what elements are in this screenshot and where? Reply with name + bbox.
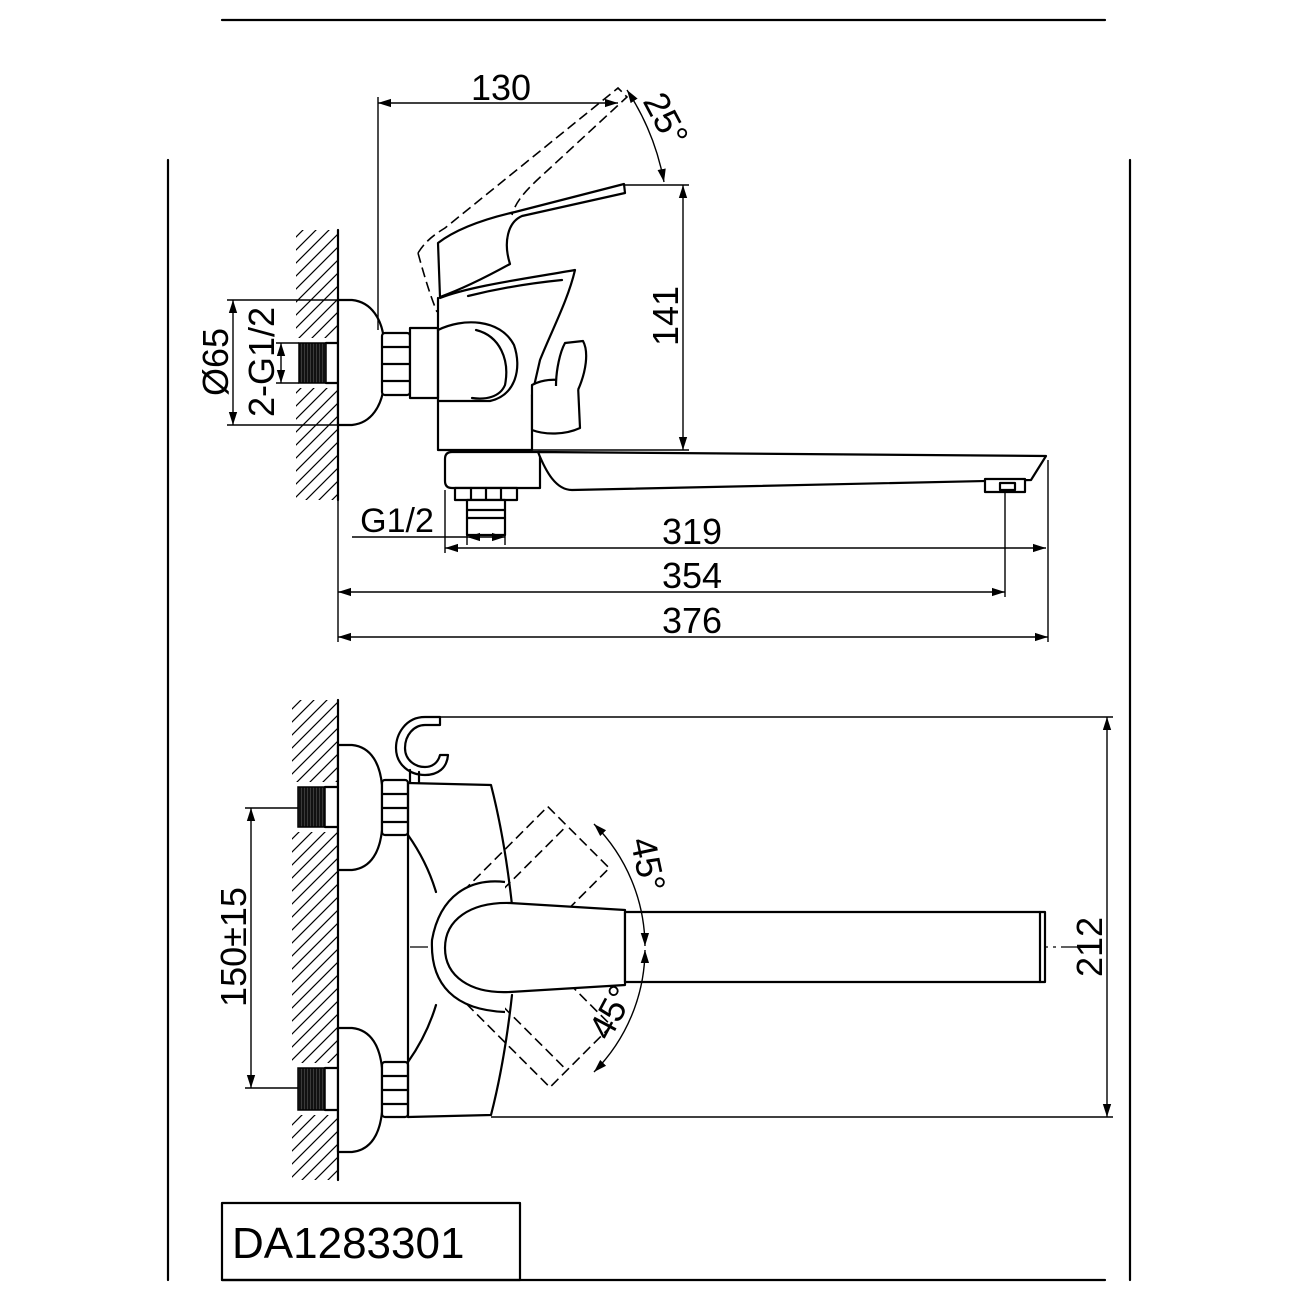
model-code: DA1283301	[232, 1219, 464, 1268]
inlet-thread	[298, 342, 327, 384]
lever-handle	[436, 182, 627, 299]
handle-swing-b-label: 45°	[580, 978, 642, 1045]
dimension-overall-length: 376	[338, 600, 1048, 642]
inlet-connector	[408, 326, 440, 400]
connection-nut-lower	[380, 1060, 410, 1119]
lever-handle	[443, 901, 627, 994]
spout-base	[443, 450, 542, 490]
inlet-thread-upper	[297, 786, 326, 828]
connection-nut	[380, 331, 412, 397]
dimension-spout-length: 319	[444, 460, 1049, 642]
dimension-inlet-centres: 150±15	[213, 807, 298, 1089]
spout-length-label: 319	[662, 511, 722, 552]
title-block: DA1283301	[220, 1201, 522, 1282]
escutcheon-lower	[336, 1026, 384, 1154]
mixer-body	[406, 781, 514, 1119]
dimension-inlet-thread: 2-G1/2	[241, 307, 299, 417]
outlet-fitting	[453, 486, 519, 537]
dimension-overall-depth: 212	[440, 716, 1113, 1118]
spout	[623, 910, 1047, 984]
handle-reach-label: 130	[471, 67, 531, 108]
connection-nut-upper	[380, 778, 410, 837]
outlet-reach-label: 354	[662, 555, 722, 596]
shower-hook	[394, 715, 450, 777]
side-view: Ø65 2-G1/2 130 25° 141	[195, 67, 1049, 642]
overall-depth-label: 212	[1069, 917, 1110, 977]
overall-length-label: 376	[662, 600, 722, 641]
mixer-body	[436, 268, 577, 452]
escutcheon	[336, 298, 386, 427]
inlet-thread-lower	[297, 1067, 326, 1111]
dimension-handle-tilt: 25°	[626, 85, 697, 183]
lever-handle-raised	[417, 86, 629, 313]
diverter-knob	[530, 339, 588, 435]
aerator	[983, 477, 1027, 494]
height-label: 141	[645, 286, 686, 346]
dimension-outlet-thread: G1/2	[352, 502, 506, 545]
dimension-escutcheon-diameter: Ø65	[195, 299, 352, 426]
escutcheon-diameter-label: Ø65	[195, 328, 236, 396]
inlet-thread-label: 2-G1/2	[241, 307, 282, 417]
plan-view: 45° 45° 150±15 212	[213, 698, 1113, 1182]
spout	[536, 450, 1048, 492]
handle-tilt-label: 25°	[635, 85, 697, 152]
dimension-outlet-reach: 354	[338, 492, 1006, 597]
handle-swing-a-label: 45°	[623, 834, 674, 896]
outlet-thread-label: G1/2	[360, 502, 434, 540]
inlet-centres-label: 150±15	[213, 887, 254, 1007]
escutcheon-upper	[336, 743, 384, 872]
dimension-height: 141	[532, 184, 689, 451]
dimension-handle-reach: 130	[377, 67, 618, 330]
